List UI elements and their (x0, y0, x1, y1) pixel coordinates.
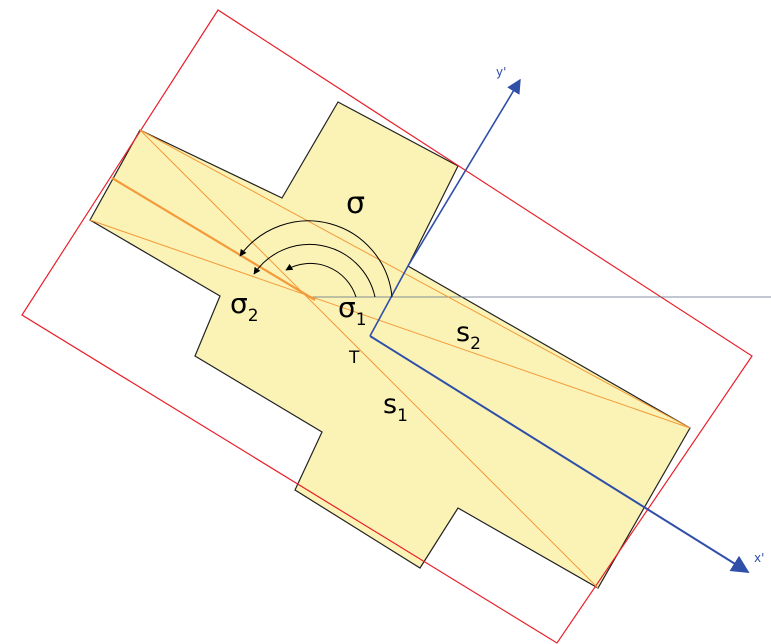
label-s1: s1 (383, 389, 408, 426)
diagonal-line-a (139, 129, 599, 589)
arc-sigma (239, 220, 393, 298)
principal-axis-line-1 (111, 177, 316, 301)
label-sigma1: σ1 (338, 291, 367, 330)
label-sigma2: σ2 (230, 287, 259, 326)
arc-sigma2 (253, 243, 376, 298)
label-sigma: σ (346, 186, 365, 221)
diagonal-line-c (139, 129, 691, 429)
label-s2: s2 (456, 317, 481, 354)
diagonal-line-b (89, 219, 691, 429)
label-y-axis: y' (496, 65, 506, 79)
label-centroid-T: T (348, 348, 360, 368)
arc-sigma1 (285, 263, 357, 298)
bounding-rectangle (21, 9, 753, 644)
label-x-axis: x' (754, 551, 764, 565)
x-prime-axis (369, 335, 750, 573)
y-prime-axis (369, 78, 521, 337)
cross-shape (89, 101, 691, 589)
